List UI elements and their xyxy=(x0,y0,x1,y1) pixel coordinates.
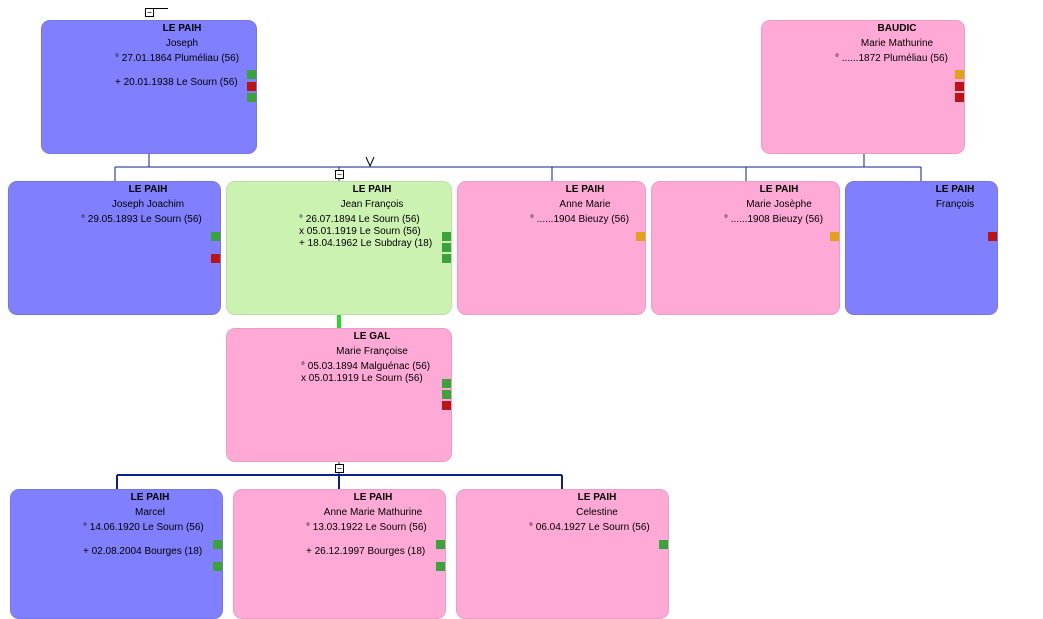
status-marker-green[interactable] xyxy=(211,232,220,241)
person-given-name: Marie Mathurine xyxy=(860,38,934,49)
person-given-name: Anne Marie xyxy=(559,199,611,210)
person-surname: LE PAIH xyxy=(128,184,168,195)
status-marker-orange[interactable] xyxy=(955,70,964,79)
status-marker-green[interactable] xyxy=(442,243,451,252)
person-given-name: Celestine xyxy=(576,507,618,518)
status-marker-green[interactable] xyxy=(247,70,256,79)
status-marker-red[interactable] xyxy=(247,82,256,91)
person-surname: LE PAIH xyxy=(162,23,202,34)
status-marker-orange[interactable] xyxy=(636,232,645,241)
status-marker-green[interactable] xyxy=(442,254,451,263)
person-given-name: Marcel xyxy=(134,507,166,518)
person-event-detail: x 05.01.1919 Le Sourn (56) xyxy=(299,226,421,237)
person-given-name: Jean François xyxy=(340,199,404,210)
person-event-detail: ° ......1872 Pluméliau (56) xyxy=(835,53,948,64)
person-event-detail: ° 05.03.1894 Malguénac (56) xyxy=(301,361,431,372)
status-marker-orange[interactable] xyxy=(830,232,839,241)
status-marker-green[interactable] xyxy=(213,562,222,571)
status-marker-green[interactable] xyxy=(442,379,451,388)
person-card-joseph-joachim[interactable]: LE PAIH Joseph Joachim ° 29.05.1893 Le Sou… xyxy=(8,181,221,315)
status-marker-green[interactable] xyxy=(659,540,668,549)
chevron-down-icon[interactable] xyxy=(365,156,375,168)
status-marker-red[interactable] xyxy=(211,254,220,263)
person-event-detail: ° ......1904 Bieuzy (56) xyxy=(530,214,630,225)
person-card-marie-josephe[interactable]: LE PAIH Marie Josèphe ° ......1908 Bieuzy … xyxy=(651,181,840,315)
person-card-marie-mathurine[interactable]: BAUDIC Marie Mathurine ° ......1872 Plumél… xyxy=(761,20,965,154)
person-card-anne-marie[interactable]: LE PAIH Anne Marie ° ......1904 Bieuzy (56… xyxy=(457,181,646,315)
status-marker-green[interactable] xyxy=(247,93,256,102)
person-surname: LE PAIH xyxy=(352,184,392,195)
person-given-name: François xyxy=(935,199,975,210)
status-marker-green[interactable] xyxy=(436,540,445,549)
person-event-detail: ° ......1908 Bieuzy (56) xyxy=(724,214,824,225)
status-marker-green[interactable] xyxy=(213,540,222,549)
status-marker-red[interactable] xyxy=(955,93,964,102)
person-surname: LE GAL xyxy=(353,331,391,342)
collapse-children-toggle[interactable]: − xyxy=(335,464,344,473)
person-event-detail: ° 14.06.1920 Le Sourn (56) xyxy=(83,522,204,533)
person-event-detail: ° 26.07.1894 Le Sourn (56) xyxy=(299,214,420,225)
toggle-bar-line xyxy=(154,8,168,9)
person-surname: BAUDIC xyxy=(877,23,917,34)
person-surname: LE PAIH xyxy=(565,184,605,195)
person-surname: LE PAIH xyxy=(759,184,799,195)
person-card-marcel[interactable]: LE PAIH Marcel ° 14.06.1920 Le Sourn (56) +… xyxy=(10,489,223,619)
person-event-detail: ° 29.05.1893 Le Sourn (56) xyxy=(81,214,202,225)
person-event-detail: + 18.04.1962 Le Subdray (18) xyxy=(299,238,433,249)
person-card-anne-marie-mathurine[interactable]: LE PAIH Anne Marie Mathurine ° 13.03.1922 … xyxy=(233,489,446,619)
person-card-jean-francois[interactable]: LE PAIH Jean François ° 26.07.1894 Le Sour… xyxy=(226,181,452,315)
collapse-ancestors-toggle[interactable]: − xyxy=(145,8,154,17)
person-event-detail: + 26.12.1997 Bourges (18) xyxy=(306,546,426,557)
person-given-name: Joseph xyxy=(165,38,199,49)
status-marker-green[interactable] xyxy=(436,562,445,571)
person-event-detail: + 20.01.1938 Le Sourn (56) xyxy=(115,77,238,88)
person-event-detail: ° 06.04.1927 Le Sourn (56) xyxy=(529,522,650,533)
person-given-name: Marie Françoise xyxy=(336,346,408,357)
person-card-francois[interactable]: LE PAIH François xyxy=(845,181,998,315)
person-surname: LE PAIH xyxy=(353,492,393,503)
status-marker-green[interactable] xyxy=(442,232,451,241)
status-marker-red[interactable] xyxy=(955,82,964,91)
person-event-detail: ° 13.03.1922 Le Sourn (56) xyxy=(306,522,427,533)
person-surname: LE PAIH xyxy=(130,492,170,503)
person-given-name: Marie Josèphe xyxy=(746,199,812,210)
person-card-marie-francoise[interactable]: LE GAL Marie Françoise ° 05.03.1894 Malgué… xyxy=(226,328,452,462)
person-surname: LE PAIH xyxy=(935,184,975,195)
person-event-detail: + 02.08.2004 Bourges (18) xyxy=(83,546,203,557)
status-marker-red[interactable] xyxy=(988,232,997,241)
status-marker-red[interactable] xyxy=(442,401,451,410)
status-marker-green[interactable] xyxy=(442,390,451,399)
collapse-siblings-toggle[interactable]: − xyxy=(335,170,344,179)
person-card-joseph[interactable]: LE PAIH Joseph ° 27.01.1864 Pluméliau (56)… xyxy=(41,20,257,154)
person-event-detail: ° 27.01.1864 Pluméliau (56) xyxy=(115,53,240,64)
person-card-celestine[interactable]: LE PAIH Celestine ° 06.04.1927 Le Sourn (5… xyxy=(456,489,669,619)
person-given-name: Anne Marie Mathurine xyxy=(323,507,423,518)
person-given-name: Joseph Joachim xyxy=(111,199,185,210)
person-event-detail: x 05.01.1919 Le Sourn (56) xyxy=(301,373,423,384)
person-surname: LE PAIH xyxy=(577,492,617,503)
